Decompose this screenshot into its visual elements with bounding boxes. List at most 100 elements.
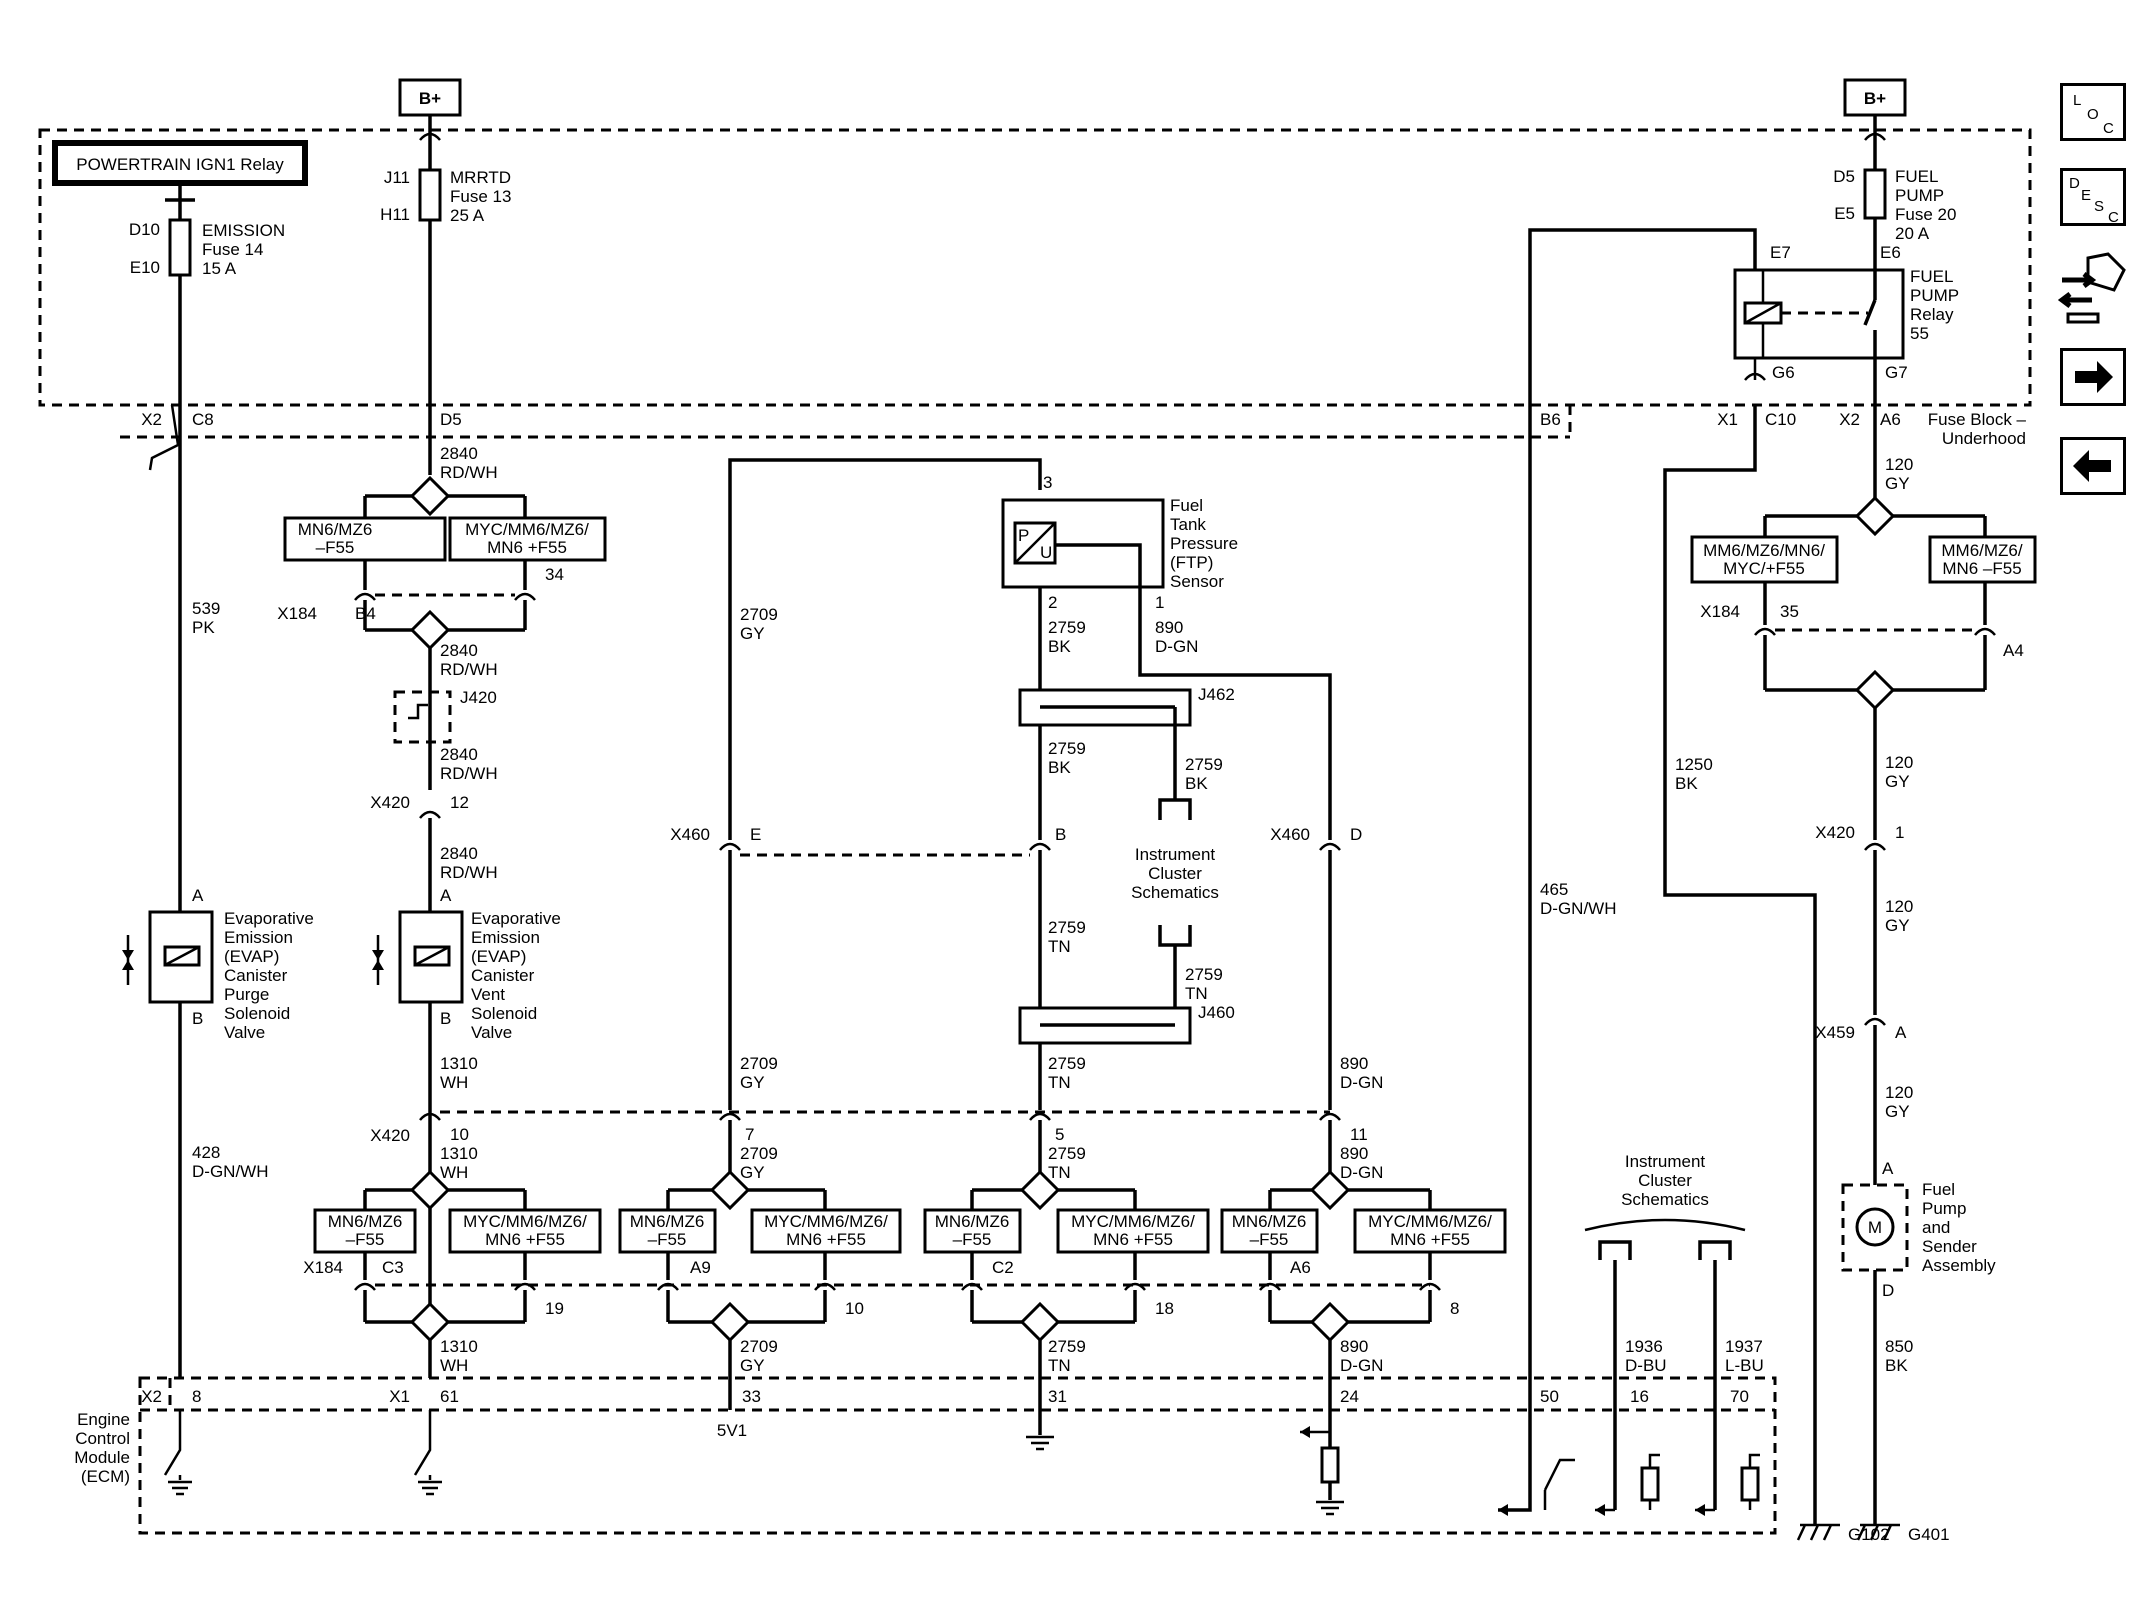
fuse-block-label-2: Underhood <box>1942 429 2026 448</box>
svg-text:MYC/MM6/MZ6/: MYC/MM6/MZ6/ <box>1368 1212 1492 1231</box>
svg-text:Instrument: Instrument <box>1625 1152 1706 1171</box>
pin-a4: A4 <box>2003 641 2024 660</box>
desc-e: E <box>2081 187 2092 204</box>
svg-text:Fuel: Fuel <box>1922 1180 1955 1199</box>
wire-120-num-c: 120 <box>1885 897 1913 916</box>
wire-1310-color-a: WH <box>440 1073 468 1092</box>
svg-text:MN6 +F55: MN6 +F55 <box>1093 1230 1173 1249</box>
wire-2759-color-b: BK <box>1048 758 1071 777</box>
evap-vent-pin-a: A <box>440 886 452 905</box>
pin-j420: J420 <box>460 688 497 707</box>
splice-2709-bot <box>709 1301 751 1343</box>
svg-text:MYC/MM6/MZ6/: MYC/MM6/MZ6/ <box>465 520 589 539</box>
svg-text:MN6 +F55: MN6 +F55 <box>786 1230 866 1249</box>
pin-18: 18 <box>1155 1299 1174 1318</box>
svg-text:MN6/MZ6: MN6/MZ6 <box>630 1212 705 1231</box>
ecm-pin-16: 16 <box>1630 1387 1649 1406</box>
fuel-pump-relay-label: FUEL PUMP Relay 55 <box>1910 267 1959 343</box>
evap-vent-pin-b: B <box>440 1009 451 1028</box>
wire-1310-color-c: WH <box>440 1356 468 1375</box>
conn-x420-a: X420 <box>370 793 410 812</box>
wire-120-color-a: GY <box>1885 474 1910 493</box>
option-box-myc-f55-18 <box>1056 1208 1210 1254</box>
fp-fuse-l4: 20 A <box>1895 224 1930 243</box>
svg-text:–F55: –F55 <box>346 1230 385 1249</box>
wire-2759tn-num-b: 2759 <box>1048 918 1086 937</box>
prev-page-button[interactable] <box>2060 437 2126 495</box>
pin-g7: G7 <box>1885 363 1908 382</box>
pin-8: 8 <box>1450 1299 1459 1318</box>
conn-x2-a6: X2 <box>1839 410 1860 429</box>
wire-2759-num-c: 2759 <box>1185 755 1223 774</box>
svg-text:MYC/MM6/MZ6/: MYC/MM6/MZ6/ <box>764 1212 888 1231</box>
pin-j462: J462 <box>1198 685 1235 704</box>
wire-2840-num-d: 2840 <box>440 844 478 863</box>
wire-2759-num-a: 2759 <box>1048 618 1086 637</box>
svg-text:MN6 +F55: MN6 +F55 <box>487 538 567 557</box>
svg-text:MM6/MZ6/MN6/: MM6/MZ6/MN6/ <box>1703 541 1825 560</box>
ftp-sensor-label: Fuel Tank Pressure (FTP) Sensor <box>1170 496 1238 591</box>
fuel-pump-motor <box>1855 1207 1895 1247</box>
svg-text:Pump: Pump <box>1922 1199 1966 1218</box>
pin-e7: E7 <box>1770 243 1791 262</box>
splice-120-mid <box>1854 669 1896 711</box>
desc-button[interactable]: D E S C <box>2060 168 2126 226</box>
svg-text:Module: Module <box>74 1448 130 1467</box>
evap-purge-label: Evaporative Emission (EVAP) Canister Pur… <box>224 909 314 1042</box>
svg-text:Instrument: Instrument <box>1135 845 1216 864</box>
connector-view-icon[interactable] <box>2057 250 2128 330</box>
wire-2759tn-color-e: TN <box>1048 1356 1071 1375</box>
wire-850-color: BK <box>1885 1356 1908 1375</box>
ic-schematics-label-b: Instrument Cluster Schematics <box>1621 1152 1709 1209</box>
emission-fuse-number: Fuse 14 <box>202 240 263 259</box>
wire-120-num-a: 120 <box>1885 455 1913 474</box>
loc-button[interactable]: L O C <box>2060 83 2126 141</box>
ecm-pin-31: 31 <box>1048 1387 1067 1406</box>
pin-e5: E5 <box>1834 204 1855 223</box>
option-box-mm6-f55 <box>1690 535 1839 584</box>
svg-text:(EVAP): (EVAP) <box>471 947 526 966</box>
svg-text:U: U <box>1040 543 1052 562</box>
conn-d5: D5 <box>440 410 462 429</box>
svg-text:MN6 +F55: MN6 +F55 <box>485 1230 565 1249</box>
loc-o: O <box>2087 106 2099 123</box>
mrrtd-fuse-number: Fuse 13 <box>450 187 511 206</box>
motor-symbol: M <box>1868 1218 1882 1237</box>
svg-text:(ECM): (ECM) <box>81 1467 130 1486</box>
svg-text:MM6/MZ6/: MM6/MZ6/ <box>1941 541 2023 560</box>
emission-fuse-name: EMISSION <box>202 221 285 240</box>
wire-465-num: 465 <box>1540 880 1568 899</box>
svg-text:Relay: Relay <box>1910 305 1954 324</box>
pin-11: 11 <box>1350 1125 1368 1144</box>
wire-2759tn-color-d: TN <box>1048 1163 1071 1182</box>
wire-890-color-d: D-GN <box>1340 1356 1383 1375</box>
ecm-boundary <box>138 1376 1777 1535</box>
pin-e10: E10 <box>130 258 160 277</box>
pin-1: 1 <box>1155 593 1164 612</box>
mrrtd-fuse-rating: 25 A <box>450 206 485 225</box>
svg-text:Evaporative: Evaporative <box>471 909 561 928</box>
svg-text:MYC/MM6/MZ6/: MYC/MM6/MZ6/ <box>463 1212 587 1231</box>
conn-x420-c: X420 <box>1815 823 1855 842</box>
pin-a6: A6 <box>1290 1258 1311 1277</box>
svg-text:MN6/MZ6: MN6/MZ6 <box>298 520 373 539</box>
pin-h11: H11 <box>380 205 410 224</box>
conn-x1: X1 <box>1717 410 1738 429</box>
svg-text:55: 55 <box>1910 324 1929 343</box>
wire-539-num: 539 <box>192 599 220 618</box>
wire-2759-num-b: 2759 <box>1048 739 1086 758</box>
svg-text:Evaporative: Evaporative <box>224 909 314 928</box>
fp-fuse-l3: Fuse 20 <box>1895 205 1956 224</box>
next-page-button[interactable] <box>2060 348 2126 406</box>
svg-text:MYC/MM6/MZ6/: MYC/MM6/MZ6/ <box>1071 1212 1195 1231</box>
svg-text:Control: Control <box>75 1429 130 1448</box>
arrow-right-icon <box>2075 361 2113 393</box>
ecm-conn-x2: X2 <box>141 1387 162 1406</box>
wire-2759tn-color-c: TN <box>1048 1073 1071 1092</box>
conn-b6: B6 <box>1540 410 1561 429</box>
svg-text:Solenoid: Solenoid <box>224 1004 290 1023</box>
svg-text:(EVAP): (EVAP) <box>224 947 279 966</box>
svg-text:Cluster: Cluster <box>1638 1171 1692 1190</box>
wire-539-color: PK <box>192 618 215 637</box>
option-box-mn6-f55-a6 <box>1220 1208 1319 1254</box>
